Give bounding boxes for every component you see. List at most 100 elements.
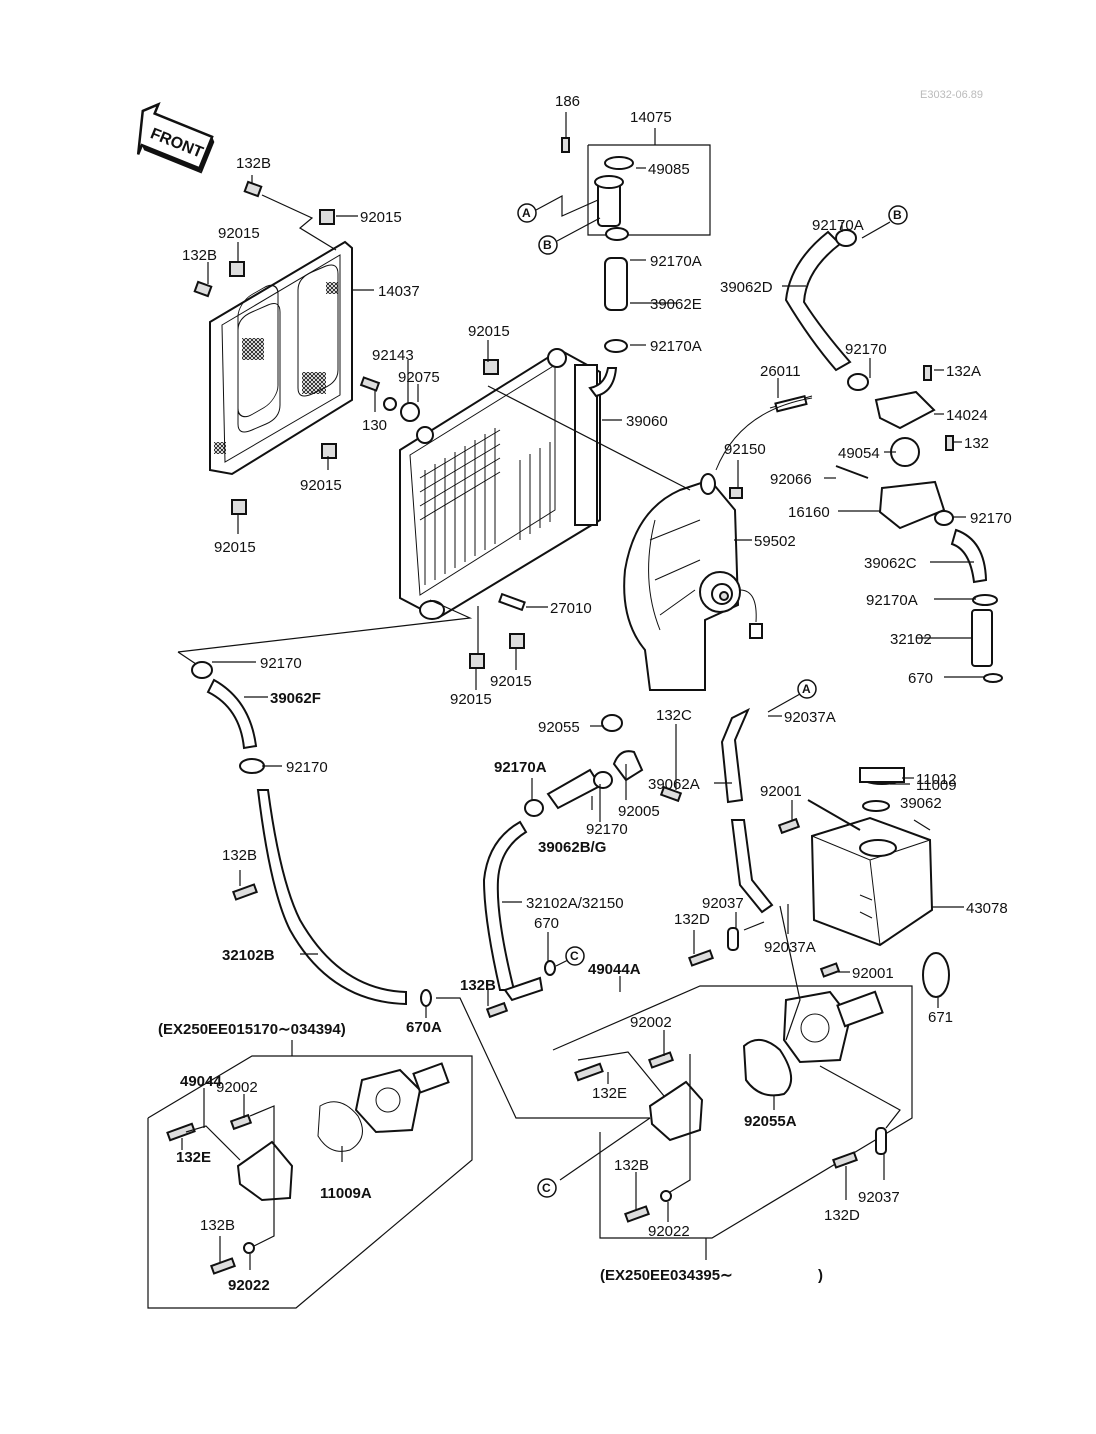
- part-label: 92037A: [784, 709, 836, 726]
- part-label: 92015: [360, 209, 402, 226]
- part-label: 14075: [630, 109, 672, 126]
- part-label: 92170A: [494, 759, 547, 776]
- svg-text:B: B: [543, 238, 552, 252]
- lower-left-pipes: [191, 661, 432, 1007]
- part-label: 32102B: [222, 947, 275, 964]
- part-label: 92170A: [812, 217, 864, 234]
- part-label: 26011: [760, 363, 801, 380]
- connector-a-top: A: [517, 194, 599, 223]
- part-label: 132B: [200, 1217, 235, 1234]
- part-label: 92170A: [866, 592, 918, 609]
- part-label: 27010: [550, 600, 592, 617]
- part-labels: 186 14075 49085 132B 92015 92015 132B 14…: [158, 93, 1012, 1294]
- part-label: 92015: [300, 477, 342, 494]
- part-label: 670A: [406, 1019, 442, 1036]
- part-label: 92022: [228, 1277, 270, 1294]
- svg-text:C: C: [542, 1181, 551, 1195]
- part-label: 92037A: [764, 939, 816, 956]
- part-label: 132: [964, 435, 989, 452]
- front-arrow-icon: FRONT: [136, 101, 215, 174]
- part-label: 14037: [378, 283, 420, 300]
- part-label: 49085: [648, 161, 690, 178]
- part-label: 92055: [538, 719, 580, 736]
- radiator-shroud: [209, 240, 353, 476]
- part-label: 132B: [460, 977, 496, 994]
- part-label: 39060: [626, 413, 668, 430]
- mesh-vent: [302, 372, 326, 394]
- part-label: 39062B/G: [538, 839, 606, 856]
- svg-text:A: A: [802, 682, 811, 696]
- part-label: 670: [908, 670, 933, 687]
- part-label: 11012: [916, 771, 957, 788]
- part-label: 132B: [222, 847, 257, 864]
- part-label: 92075: [398, 369, 440, 386]
- part-label: 92001: [760, 783, 802, 800]
- part-label: 130: [362, 417, 387, 434]
- part-label: 39062F: [270, 690, 321, 707]
- leader-lines: [177, 112, 985, 1270]
- part-label: 92002: [630, 1014, 672, 1031]
- part-label: 32102A/32150: [526, 895, 624, 912]
- connector-c-lower: C: [537, 1178, 557, 1198]
- part-label: 92015: [214, 539, 256, 556]
- part-label: 132B: [236, 155, 271, 172]
- part-label: 11009: [916, 777, 957, 794]
- part-label: 92015: [490, 673, 532, 690]
- connector-b-right: B: [888, 205, 908, 225]
- part-label: 39062: [900, 795, 942, 812]
- part-label: 92170: [970, 510, 1012, 527]
- part-label: 92022: [648, 1223, 690, 1240]
- middle-pipes: [482, 707, 950, 1019]
- cooling-fan: [623, 478, 763, 691]
- part-label: 670: [534, 915, 559, 932]
- water-pump-new-group: [552, 985, 913, 1239]
- variant-range-new-close: ): [818, 1267, 823, 1284]
- water-pump-old-group: [147, 1040, 473, 1309]
- connector-a-right: A: [797, 679, 817, 699]
- part-label: 92015: [218, 225, 260, 242]
- part-label: 132C: [656, 707, 692, 724]
- connector-b-top: B: [538, 217, 601, 255]
- upper-hose-group: [700, 229, 1003, 683]
- part-label: 43078: [966, 900, 1008, 917]
- part-label: 132E: [592, 1085, 627, 1102]
- connector-c-mid: C: [565, 946, 585, 966]
- part-label: 49054: [838, 445, 880, 462]
- svg-text:A: A: [522, 206, 531, 220]
- part-label: 16160: [788, 504, 830, 521]
- part-label: 92005: [618, 803, 660, 820]
- part-label: 92001: [852, 965, 894, 982]
- part-label: 39062A: [648, 776, 700, 793]
- part-label: 92066: [770, 471, 812, 488]
- part-label: 92170: [260, 655, 302, 672]
- radiator: [399, 348, 618, 620]
- part-label: 92170: [286, 759, 328, 776]
- part-label: 92055A: [744, 1113, 797, 1130]
- part-label: 92170: [586, 821, 628, 838]
- part-label: 39062C: [864, 555, 917, 572]
- mesh-vent: [242, 338, 264, 360]
- part-label: 49044: [180, 1073, 222, 1090]
- part-label: 49044A: [588, 961, 641, 978]
- part-label: 132E: [176, 1149, 211, 1166]
- part-label: 32102: [890, 631, 932, 648]
- part-label: 186: [555, 93, 580, 110]
- part-label: 132D: [674, 911, 710, 928]
- part-label: 14024: [946, 407, 988, 424]
- part-label: 671: [928, 1009, 953, 1026]
- part-label: 92037: [702, 895, 744, 912]
- part-label: 132B: [182, 247, 217, 264]
- part-label: 132A: [946, 363, 981, 380]
- variant-range-old: (EX250EE015170∼034394): [158, 1021, 346, 1038]
- part-label: 92150: [724, 441, 766, 458]
- part-label: 132B: [614, 1157, 649, 1174]
- part-label: 39062E: [650, 296, 702, 313]
- part-label: 92170A: [650, 338, 702, 355]
- part-label: 92143: [372, 347, 414, 364]
- part-label: 92002: [216, 1079, 258, 1096]
- part-label: 59502: [754, 533, 796, 550]
- svg-text:B: B: [893, 208, 902, 222]
- reference-code: E3032-06.89: [920, 89, 983, 101]
